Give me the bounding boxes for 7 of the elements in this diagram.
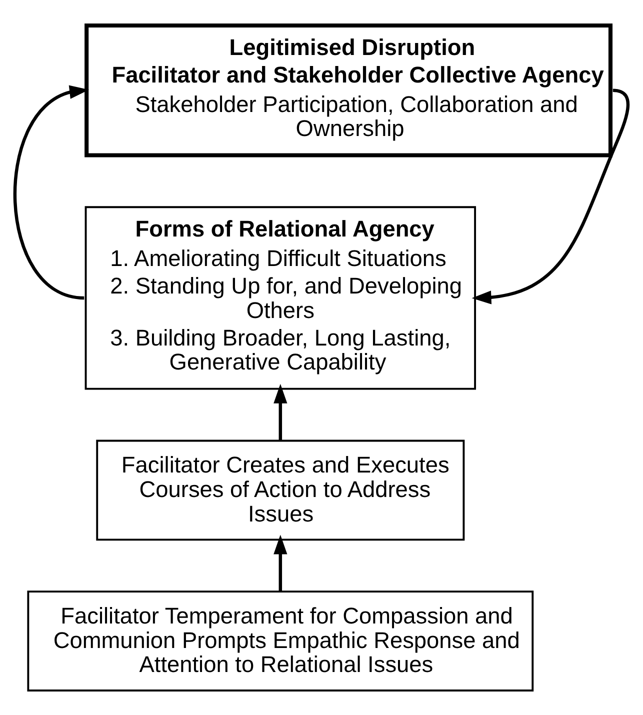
arrow: [274, 534, 288, 592]
arrow: [14, 84, 90, 300]
node-box: Facilitator Temperament for Compassion and Communion Prompts Empathic Response and Attention to Relational Issues: [27, 590, 534, 691]
node-box: Legitimised Disruption Facilitator and Stakeholder Collective Agency Stakeholder Participation, Collaboration and Ownership: [84, 22, 613, 157]
arrow: [274, 383, 288, 440]
node-box: Forms of Relational Agency 1. Ameliorating Difficult Situations 2. Standing Up for, and Developing Others 3. Building Broader, Long Lasting, Generative Capability: [84, 206, 476, 390]
node-box: Facilitator Creates and Executes Courses of Action to Address Issues: [96, 439, 465, 540]
